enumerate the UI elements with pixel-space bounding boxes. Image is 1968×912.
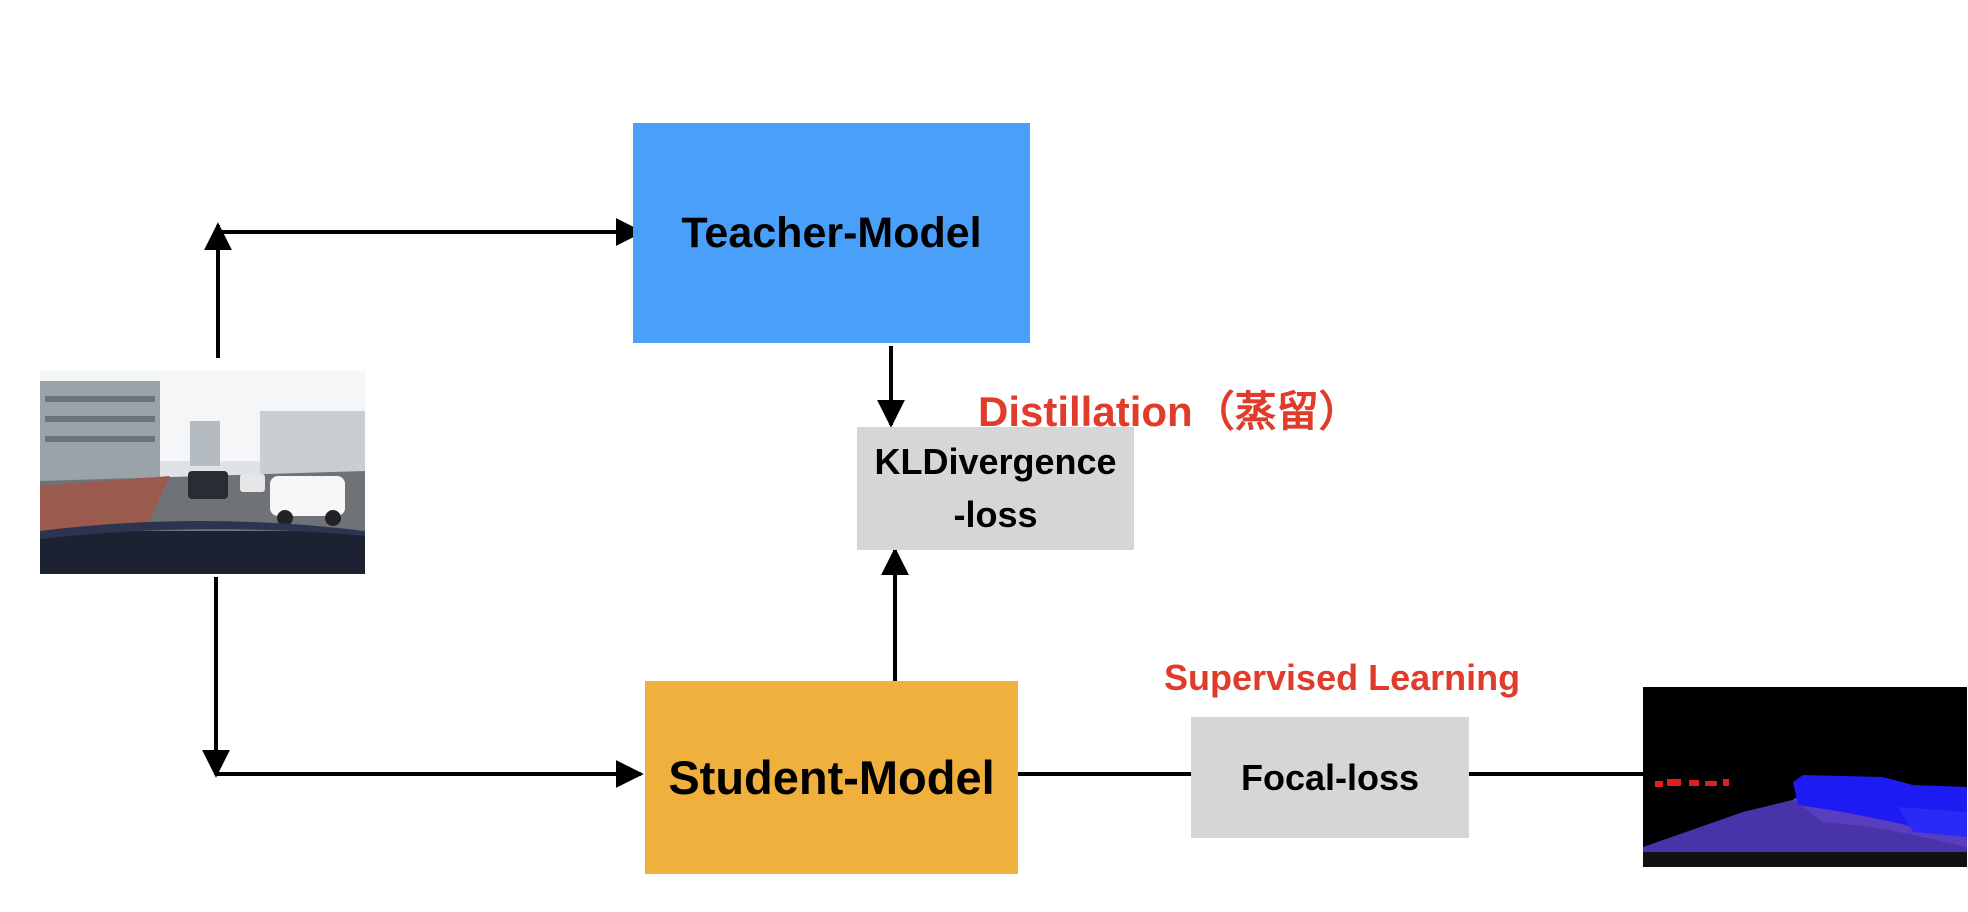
focal-loss-label: Focal-loss	[1240, 756, 1420, 798]
street-scene-icon	[40, 371, 365, 574]
input-street-image	[40, 371, 365, 574]
focal-loss-box: Focal-loss	[1191, 717, 1469, 838]
teacher-model-label: Teacher-Model	[681, 208, 982, 257]
kl-loss-label-line2: -loss	[953, 493, 1038, 535]
target-segmentation-image	[1643, 687, 1967, 867]
supervised-learning-label: Supervised Learning	[1164, 657, 1521, 698]
distillation-label: Distillation（蒸留）	[978, 388, 1361, 435]
student-model-box: Student-Model	[645, 681, 1018, 874]
teacher-model-box: Teacher-Model	[633, 123, 1030, 343]
student-model-label: Student-Model	[668, 751, 995, 804]
kl-loss-label-line1: KLDivergence	[874, 441, 1117, 483]
kl-divergence-loss-box: KLDivergence -loss	[857, 427, 1134, 550]
segmentation-mask-icon	[1643, 687, 1967, 867]
